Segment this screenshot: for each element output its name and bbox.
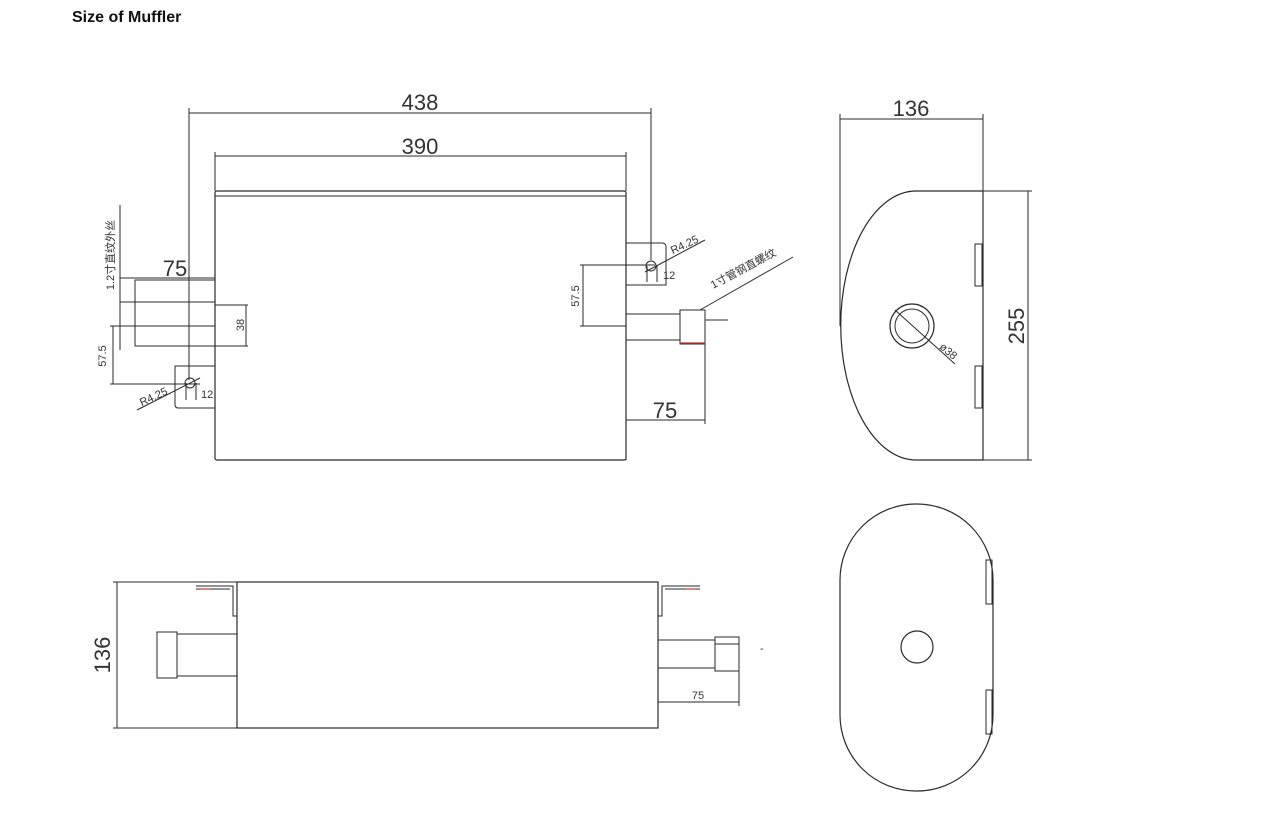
- front-body: [214, 190, 627, 461]
- dim-overall-length: 438: [188, 90, 652, 380]
- dim-outlet-protrusion: 75: [625, 344, 706, 460]
- mark-dash: -: [760, 643, 764, 655]
- dim-label-75-left: 75: [163, 256, 187, 281]
- dim-label-136-end: 136: [893, 96, 930, 121]
- dim-label-12-left: 12: [201, 389, 213, 401]
- dim-label-255: 255: [1004, 308, 1029, 345]
- outlet-thread-note: 1寸管钢直螺纹: [708, 245, 778, 291]
- dim-label-diameter-38: ø38: [937, 341, 959, 362]
- page-title: Size of Muffler: [72, 9, 182, 26]
- dim-label-38: 38: [235, 319, 247, 331]
- dim-label-r4-25-right: R4.25: [669, 234, 701, 257]
- dim-label-390: 390: [402, 134, 439, 159]
- top-body: [236, 581, 659, 729]
- dim-label-75-right: 75: [653, 398, 677, 423]
- dim-body-length: 390: [214, 134, 627, 191]
- dim-inlet-protrusion: 75 1.2寸直纹外丝: [103, 205, 215, 350]
- dim-label-57-5-right: 57.5: [570, 285, 582, 306]
- left-bracket: 57.5 R4.25 12: [97, 325, 216, 411]
- outlet-pipe: 1寸管钢直螺纹: [626, 245, 794, 345]
- end-view-outline: [840, 190, 984, 461]
- dim-label-75-top: 75: [692, 690, 704, 702]
- inlet-thread-note: 1.2寸直纹外丝: [103, 220, 117, 290]
- dim-label-438: 438: [402, 90, 439, 115]
- dim-label-136-top: 136: [90, 637, 115, 674]
- end-view: ø38 136 255: [839, 96, 1032, 461]
- inlet-pipe: 38: [119, 279, 248, 347]
- dim-label-r4-25-left: R4.25: [138, 386, 170, 409]
- right-bracket: 57.5 R4.25 12: [570, 234, 706, 327]
- top-view: 136 75 -: [90, 581, 764, 729]
- side-outline: [839, 503, 994, 792]
- front-view: 438 390 38 75 1.2寸直纹外丝: [97, 90, 794, 461]
- side-view: [839, 503, 994, 792]
- dim-label-12-right: 12: [663, 270, 675, 282]
- dim-label-57-5-left: 57.5: [97, 345, 109, 366]
